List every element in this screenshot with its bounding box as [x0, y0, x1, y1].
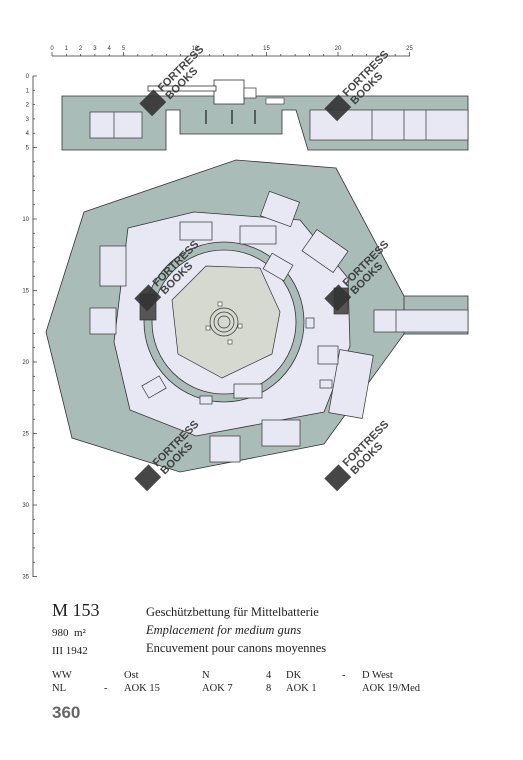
dist-cell: AOK 19/Med [362, 683, 421, 694]
scale-label: 25 [406, 46, 413, 52]
scale-label: 0 [26, 74, 30, 80]
area-row: 980 m² [52, 627, 86, 639]
scale-label: 4 [26, 131, 30, 137]
structure-code: M 153 [52, 600, 100, 620]
plan-view [45, 159, 469, 473]
scale-label: 35 [22, 575, 29, 581]
scale-label: 10 [192, 46, 199, 52]
scale-label: 25 [22, 432, 29, 438]
description-de: Geschützbettung für Mittelbatterie [146, 605, 319, 619]
scale-label: 15 [263, 46, 270, 52]
plan-drawing: 0 1 2 3 4 5 10 15 20 25 0 1 2 3 4 5 10 15 20 25 30 35 [22, 43, 469, 581]
dist-cell: D West [362, 670, 393, 681]
dist-cell: 8 [266, 683, 272, 694]
scale-label: 10 [22, 217, 29, 223]
left-scale: 0 1 2 3 4 5 10 15 20 25 30 35 [22, 74, 37, 581]
dist-cell: NL [52, 683, 66, 694]
description-en: Emplacement for medium guns [146, 623, 302, 637]
scale-label: 5 [26, 146, 30, 152]
dist-cell: 4 [266, 670, 272, 681]
area-unit: m² [74, 627, 86, 639]
scale-label: 0 [50, 46, 54, 52]
scale-label: 30 [22, 503, 29, 509]
page-number: 360 [52, 703, 81, 722]
scale-label: 2 [26, 103, 30, 109]
construction-date: III 1942 [52, 645, 88, 657]
scale-label: 1 [65, 46, 69, 52]
dist-cell: DK [286, 670, 302, 681]
scale-label: 20 [22, 360, 29, 366]
description-fr: Encuvement pour canons moyennes [146, 641, 327, 655]
scale-label: 15 [22, 289, 29, 295]
dist-cell: - [104, 683, 108, 694]
scale-label: 4 [108, 46, 112, 52]
scale-label: 2 [79, 46, 83, 52]
area-value: 980 [52, 627, 69, 639]
section-view [61, 79, 469, 151]
scale-label: 1 [26, 88, 30, 94]
scale-label: 3 [26, 117, 30, 123]
scale-label: 20 [335, 46, 342, 52]
dist-cell: - [342, 670, 346, 681]
dist-cell: AOK 1 [286, 683, 317, 694]
scale-label: 5 [122, 46, 126, 52]
top-scale: 0 1 2 3 4 5 10 15 20 25 [50, 46, 413, 57]
dist-cell: N [202, 670, 210, 681]
scale-label: 3 [93, 46, 97, 52]
dist-cell: AOK 15 [124, 683, 160, 694]
dist-cell: WW [52, 670, 72, 681]
dist-cell: AOK 7 [202, 683, 233, 694]
dist-cell: Ost [124, 670, 139, 681]
